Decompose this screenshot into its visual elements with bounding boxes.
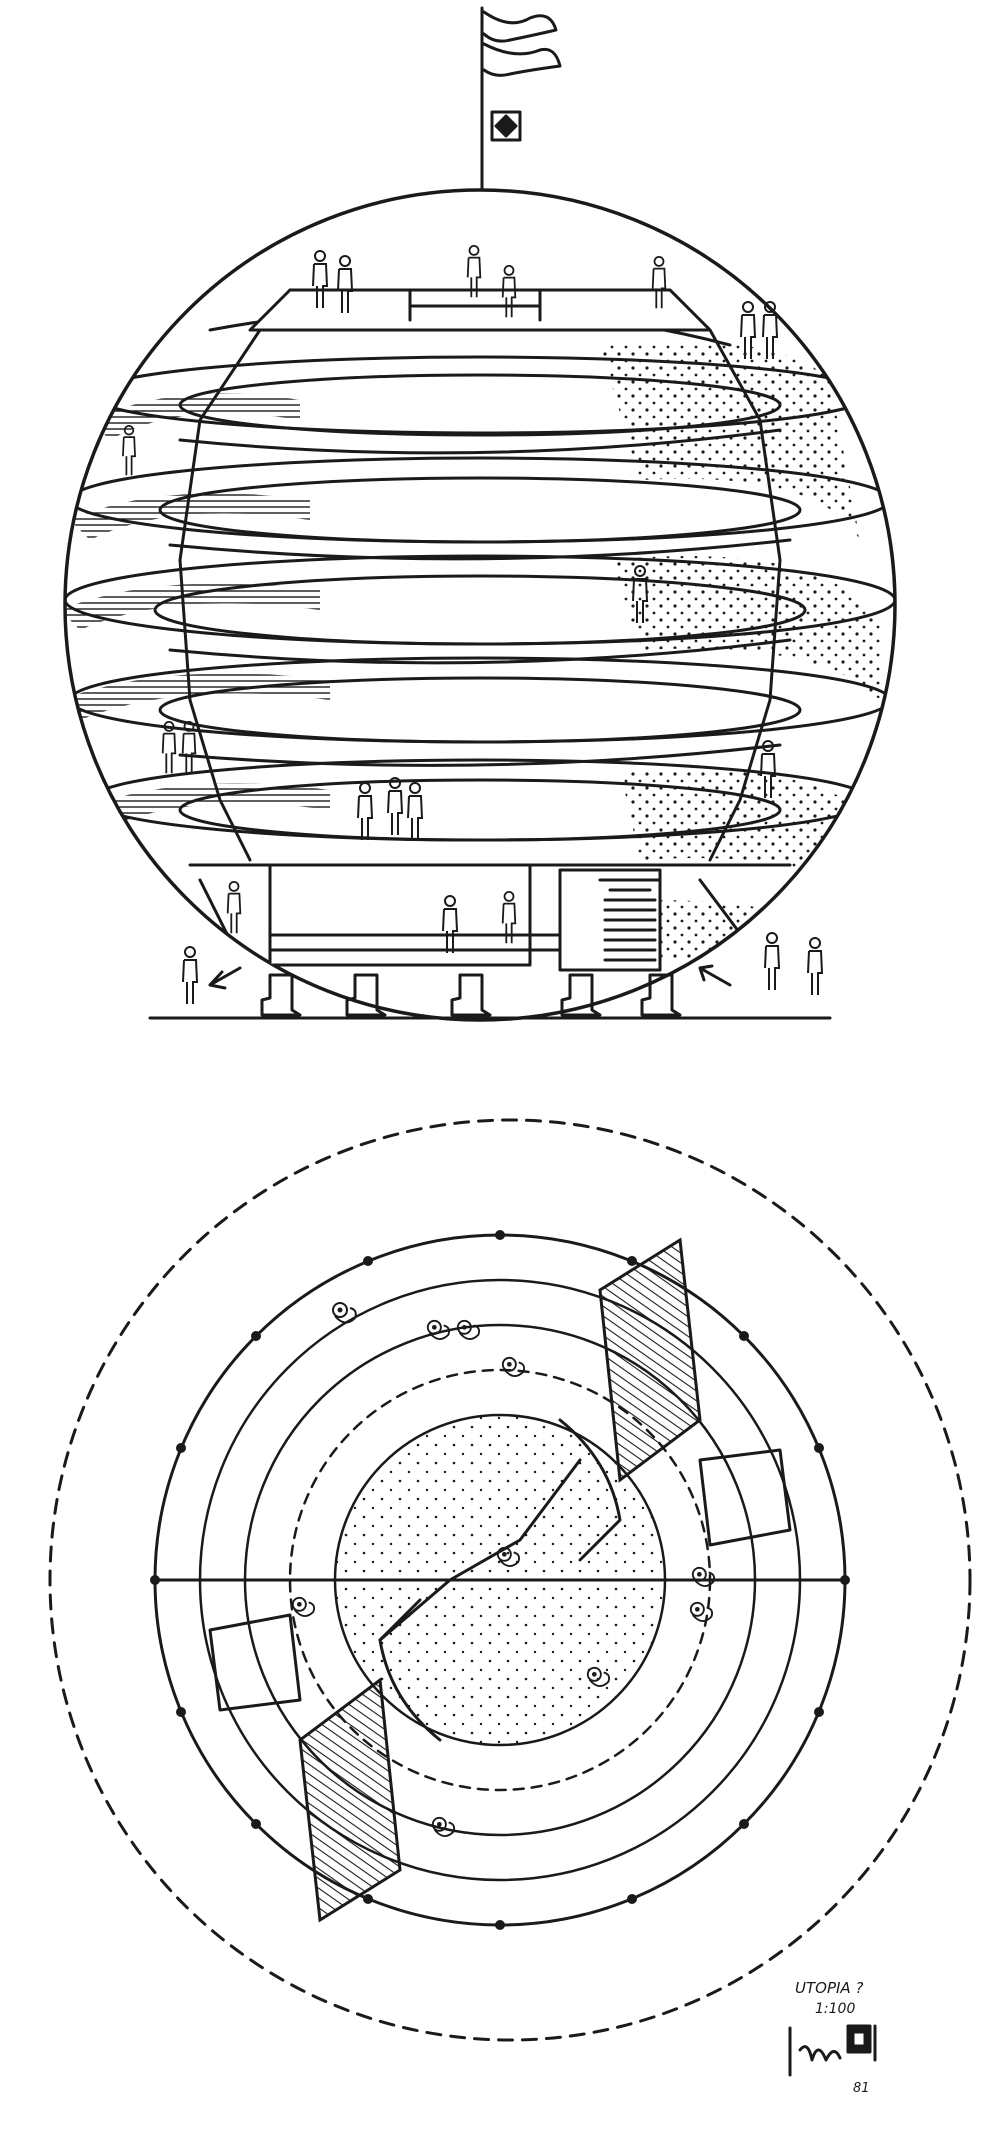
entrance-arrows (208, 964, 732, 990)
annotation-year: 81 (853, 2081, 870, 2096)
annotation: UTOPIA ? 1:100 81 (788, 1979, 877, 2096)
annotation-scale: 1:100 (815, 2001, 855, 2017)
sphere-outline (63, 188, 897, 1022)
support-feet (260, 973, 682, 1017)
annotation-title: UTOPIA ? (795, 1979, 863, 1997)
plan-stair-lower-left (298, 1598, 442, 1923)
section-view (63, 6, 897, 1022)
plan-outer-dashed-circle (48, 1118, 972, 2042)
plan-stair-upper-right (558, 1237, 702, 1562)
ground-floor (188, 863, 792, 972)
plan-view (48, 1118, 972, 2042)
signature-mark (788, 2024, 877, 2077)
plan-landings (208, 1448, 792, 1712)
top-deck (248, 288, 712, 332)
plan-columns (150, 1230, 850, 1930)
flag (480, 6, 562, 192)
plan-divider (378, 1458, 582, 1642)
